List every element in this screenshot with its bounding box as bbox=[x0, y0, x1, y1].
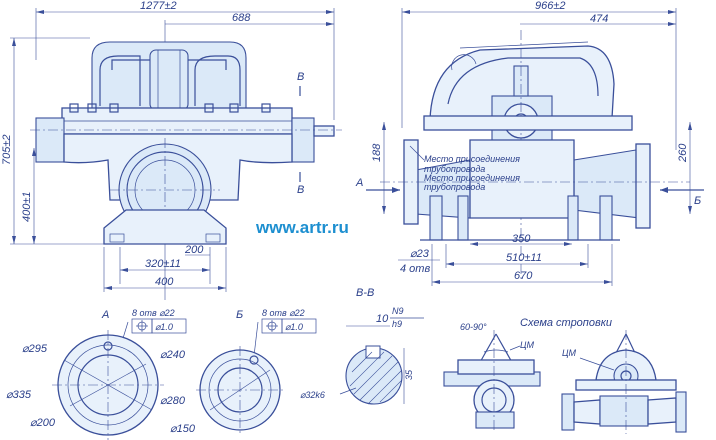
dim-half-width: 474 bbox=[590, 13, 608, 25]
watermark: www.artr.ru bbox=[255, 218, 349, 237]
flange-a-d-bolt: ⌀295 bbox=[22, 343, 48, 355]
cm-left: ЦМ bbox=[520, 340, 535, 350]
cm-right: ЦМ bbox=[562, 348, 577, 358]
dim-overall-length: 1277±2 bbox=[140, 0, 177, 12]
flange-b-d-bolt: ⌀240 bbox=[160, 349, 186, 361]
dim-height-axis: 400±1 bbox=[21, 191, 33, 222]
dim-base-length: 400 bbox=[155, 276, 174, 288]
note-line-4: трубопровода bbox=[424, 182, 485, 192]
connection-notes: Место присоединения трубопровода Место п… bbox=[409, 145, 520, 192]
note-line-1: Место присоединения bbox=[424, 154, 520, 164]
flange-a-d-inner: ⌀200 bbox=[30, 417, 56, 429]
dim-span-outer: 670 bbox=[514, 270, 533, 282]
dim-span-inner: 350 bbox=[512, 233, 531, 245]
note-line-3: Место присоединения bbox=[424, 173, 520, 183]
dim-overall-width: 966±2 bbox=[535, 0, 566, 12]
flange-a-title: А bbox=[101, 309, 109, 321]
flange-b-holes: 8 отв ⌀22 bbox=[262, 308, 305, 318]
dim-foot-width: 200 bbox=[184, 244, 204, 256]
dim-half-length: 688 bbox=[232, 12, 251, 24]
base-legs bbox=[420, 195, 620, 241]
section-bb-view: В-В 10 N9 h9 35 ⌀32k6 bbox=[300, 287, 424, 405]
section-mark-top: В bbox=[297, 71, 304, 83]
lifting-title: Схема строповки bbox=[520, 317, 612, 329]
dim-hole-count: 4 отв bbox=[400, 263, 430, 275]
flange-b-d-inner: ⌀150 bbox=[170, 423, 196, 435]
key-width: 10 bbox=[376, 313, 389, 325]
lifting-scheme: Схема строповки 60-90° ЦМ ЦМ bbox=[443, 317, 687, 434]
flange-bolts bbox=[69, 103, 271, 113]
flange-a-d-outer: ⌀335 bbox=[6, 389, 32, 401]
section-mark-bottom: В bbox=[297, 184, 304, 196]
section-hatch bbox=[349, 351, 403, 405]
flange-a-view: А 8 отв ⌀22 ⌀1.0 ⌀295 ⌀335 ⌀200 bbox=[6, 308, 187, 440]
key-depth: 35 bbox=[404, 369, 414, 380]
dim-foot-span: 320±11 bbox=[145, 258, 181, 270]
lifting-angle: 60-90° bbox=[460, 322, 487, 332]
flange-b-tolerance: ⌀1.0 bbox=[285, 322, 303, 332]
key-fit-bottom: h9 bbox=[392, 319, 402, 329]
dim-height-total: 705±2 bbox=[1, 134, 13, 165]
flange-a-holes: 8 отв ⌀22 bbox=[132, 308, 175, 318]
flange-b-view: Б 8 отв ⌀22 ⌀1.0 ⌀240 ⌀280 ⌀150 bbox=[160, 308, 317, 436]
key-fit-top: N9 bbox=[392, 306, 404, 316]
dim-height-right: 260 bbox=[677, 143, 689, 163]
note-line-2: трубопровода bbox=[424, 164, 485, 174]
flange-a-tolerance: ⌀1.0 bbox=[155, 322, 173, 332]
dim-height-left: 188 bbox=[371, 143, 383, 162]
shaft-diameter: ⌀32k6 bbox=[300, 390, 325, 400]
arrow-b-label: Б bbox=[694, 195, 701, 207]
flange-b-d-outer: ⌀280 bbox=[160, 395, 186, 407]
dim-span-mid: 510±11 bbox=[506, 252, 542, 264]
dim-hole-diameter: ⌀23 bbox=[410, 248, 430, 260]
arrow-a-label: А bbox=[355, 177, 363, 189]
flange-b-title: Б bbox=[236, 309, 243, 321]
side-view: 966±2 474 А Б Место присоед bbox=[355, 0, 704, 286]
front-view: 1277±2 688 705±2 400±1 bbox=[1, 0, 342, 300]
section-bb-title: В-В bbox=[356, 287, 374, 299]
